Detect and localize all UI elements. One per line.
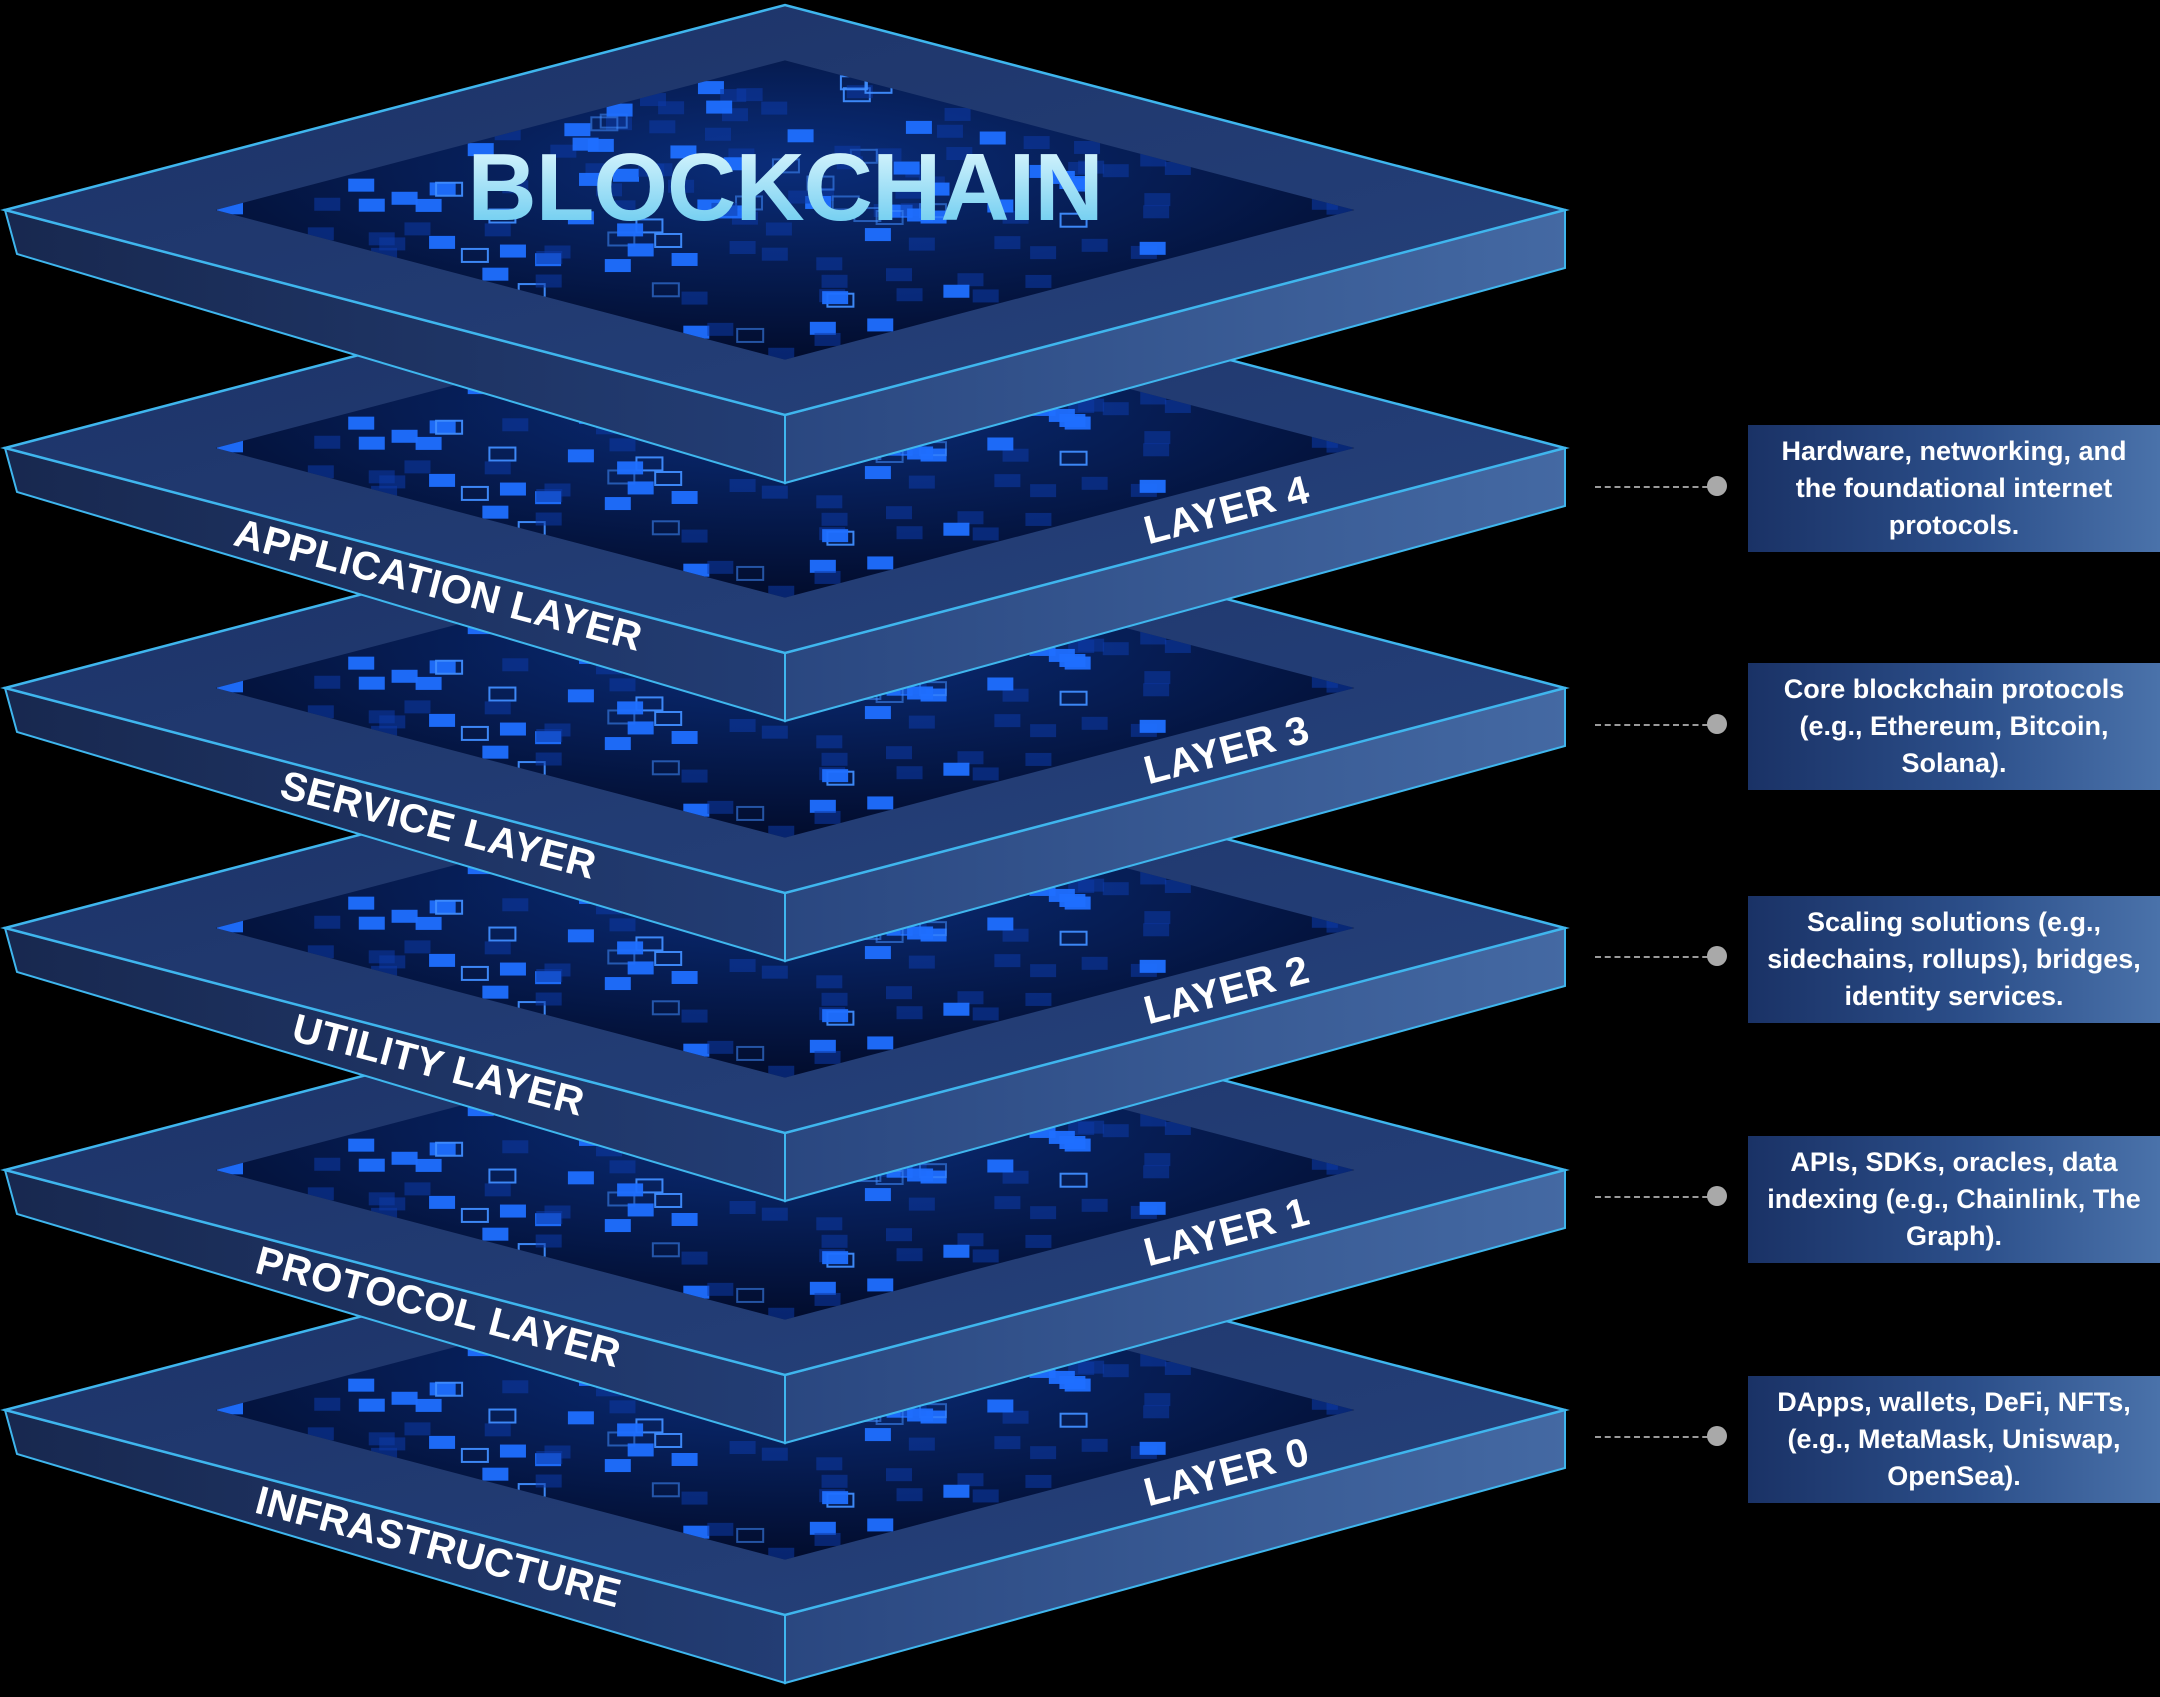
connector-line [1595,1196,1718,1198]
layer-plate [0,3,1570,485]
description-text: Core blockchain protocols (e.g., Ethereu… [1783,674,2125,778]
screen-tiles [217,75,1353,360]
connector-dot [1707,1186,1727,1206]
description-box: Hardware, networking, and the foundation… [1748,425,2160,552]
connector-line [1595,1436,1718,1438]
diagram-title: BLOCKCHAIN [467,134,1102,241]
description-text: DApps, wallets, DeFi, NFTs, (e.g., MetaM… [1777,1387,2131,1491]
description-box: APIs, SDKs, oracles, data indexing (e.g.… [1748,1136,2160,1263]
description-box: DApps, wallets, DeFi, NFTs, (e.g., MetaM… [1748,1376,2160,1503]
connector-line [1595,724,1718,726]
description-text: APIs, SDKs, oracles, data indexing (e.g.… [1767,1147,2141,1251]
connector-dot [1707,714,1727,734]
description-box: Core blockchain protocols (e.g., Ethereu… [1748,663,2160,790]
connector-dot [1707,946,1727,966]
connector-line [1595,956,1718,958]
connector-line [1595,486,1718,488]
description-text: Scaling solutions (e.g., sidechains, rol… [1767,907,2141,1011]
connector-dot [1707,1426,1727,1446]
description-box: Scaling solutions (e.g., sidechains, rol… [1748,896,2160,1023]
description-text: Hardware, networking, and the foundation… [1781,436,2127,540]
connector-dot [1707,476,1727,496]
